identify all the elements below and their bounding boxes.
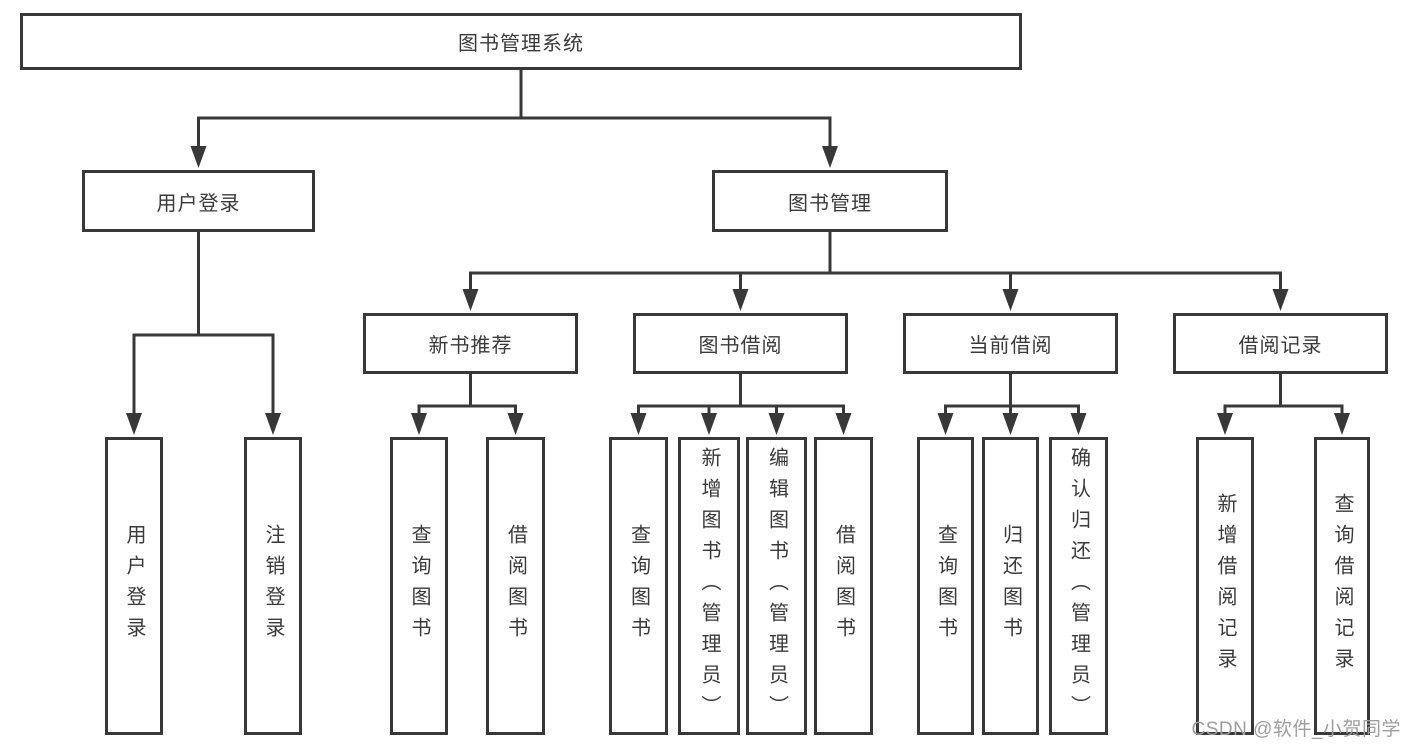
node-label: 新增图书（管理员） [698,446,720,726]
node-borrow-records: 借阅记录 [1173,313,1388,374]
node-label: 图书借阅 [698,335,783,357]
node-label: 借阅图书 [832,524,855,648]
node-label: 新书推荐 [428,335,513,357]
node-label: 借阅图书 [504,524,527,648]
node-user-login: 用户登录 [82,170,315,232]
node-book-borrow: 图书借阅 [633,313,848,374]
node-cb-confirm-return: 确认归还（管理员） [1049,437,1108,735]
node-bb-query-books: 查询图书 [609,437,668,735]
node-label: 新增借阅记录 [1214,493,1236,679]
node-label: 用户登录 [123,524,145,648]
node-user-login-leaf: 用户登录 [105,437,163,735]
node-label: 查询借阅记录 [1331,493,1353,679]
node-nb-query-books: 查询图书 [390,437,448,735]
node-bb-edit-books-admin: 编辑图书（管理员） [746,437,807,735]
node-label: 当前借阅 [968,335,1053,357]
node-current-borrow: 当前借阅 [903,313,1118,374]
node-cb-return-books: 归还图书 [982,437,1039,735]
node-nb-borrow-books: 借阅图书 [486,437,545,735]
node-label: 用户登录 [156,192,241,215]
node-label: 查询图书 [934,524,957,648]
node-label: 借阅记录 [1238,335,1323,357]
node-label: 确认归还（管理员） [1067,446,1090,726]
watermark: CSDN @软件_小贺同学 [1191,719,1401,740]
node-label: 注销登录 [262,524,284,648]
node-label: 图书管理 [788,192,872,215]
node-cb-query-books: 查询图书 [917,437,974,735]
node-label: 编辑图书（管理员） [765,446,788,726]
node-system: 图书管理系统 [20,13,1022,70]
node-new-book-recommend: 新书推荐 [363,313,578,374]
node-label: 查询图书 [627,524,650,648]
node-br-add-record: 新增借阅记录 [1196,437,1254,735]
node-label: 图书管理系统 [458,33,584,55]
node-logout-leaf: 注销登录 [244,437,302,735]
node-label: 归还图书 [999,524,1022,648]
node-label: 查询图书 [408,524,430,648]
node-book-mgmt: 图书管理 [712,170,948,232]
node-bb-borrow-books: 借阅图书 [814,437,873,735]
node-bb-add-books-admin: 新增图书（管理员） [678,437,740,735]
node-br-query-record: 查询借阅记录 [1314,437,1370,735]
